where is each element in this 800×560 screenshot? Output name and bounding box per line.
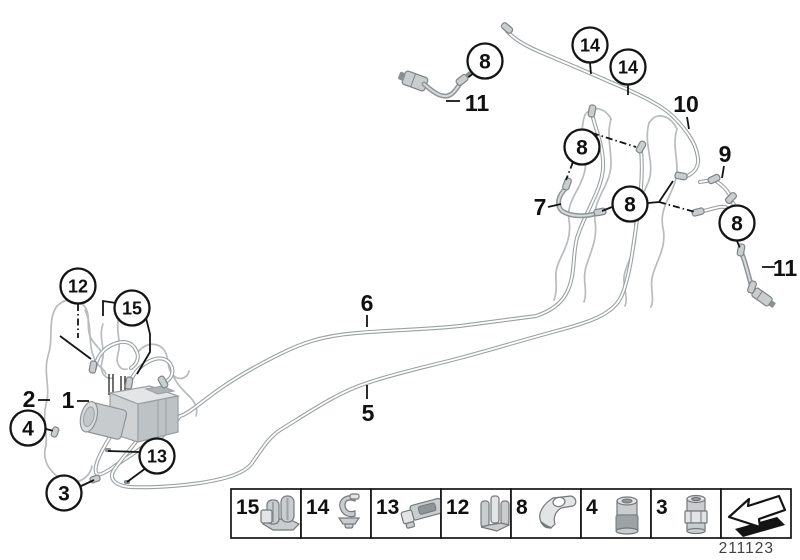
front-left-hose [398,70,472,99]
callout-circle [611,185,649,223]
callout-circle [466,42,504,80]
callout-8-mid-left[interactable]: 8 [563,128,601,166]
callout-label: 8 [479,51,491,74]
drawing-number: 211123 [719,540,774,557]
cell-number: 15 [236,496,260,519]
callout-circle [571,26,609,64]
abs-pump-motor [79,400,128,440]
callout-label: 3 [58,483,70,506]
callout-circle [138,437,176,475]
cell-number: 3 [656,496,668,519]
direction-arrow-icon [727,494,787,537]
callout-8-right[interactable]: 8 [718,204,756,242]
callout-circle [9,409,47,447]
callout-4[interactable]: 4 [9,409,47,447]
pipe-nut-icon [615,496,639,535]
legend-strip: 15 14 13 [230,488,792,539]
label-11-right[interactable]: 11 [773,255,798,281]
callout-label: 14 [580,36,600,56]
mid-hose [556,185,600,219]
pipe-holder-icon [400,497,445,529]
callout-label: 8 [731,213,743,236]
label-9[interactable]: 9 [719,141,732,167]
label-2[interactable]: 2 [23,386,36,412]
callout-circle [45,474,83,512]
legend-cell-15[interactable]: 15 [230,488,302,539]
legend-cell-14[interactable]: 14 [300,488,372,539]
label-5[interactable]: 5 [362,400,375,426]
pipe-connector-icon [684,494,708,535]
plain-labels: 11 10 9 7 6 5 2 1 11 [23,90,798,426]
label-6[interactable]: 6 [361,290,374,316]
callout-8-top[interactable]: 8 [466,42,504,80]
callout-label: 4 [22,418,34,441]
label-11-left[interactable]: 11 [465,90,490,116]
label-1[interactable]: 1 [62,387,75,413]
circled-callouts: 8 14 14 8 8 8 12 15 [9,26,756,512]
callout-circle [718,204,756,242]
callout-circle [59,267,97,305]
double-pipe-clamp-icon [260,495,301,531]
callout-14-a[interactable]: 14 [571,26,609,64]
callout-label: 13 [147,447,167,467]
cell-number: 14 [306,496,330,519]
callout-3[interactable]: 3 [45,474,83,512]
pipe-clamp-icon [480,495,511,532]
callout-circle [563,128,601,166]
legend-cell-4[interactable]: 4 [580,488,652,539]
abs-hydro-unit [79,374,181,443]
callout-circle [609,48,647,86]
callout-13[interactable]: 13 [138,437,176,475]
callout-12[interactable]: 12 [59,267,97,305]
callout-label: 14 [618,58,638,78]
callout-label: 8 [576,137,588,160]
callout-label: 12 [68,277,88,297]
legend-cell-3[interactable]: 3 [650,488,722,539]
label-10[interactable]: 10 [673,91,699,117]
cell-number: 4 [586,496,598,519]
spring-clip-icon [337,493,361,529]
cell-number: 13 [376,496,399,519]
legend-cell-13[interactable]: 13 [370,488,446,539]
callout-14-b[interactable]: 14 [609,48,647,86]
callout-label: 8 [624,194,636,217]
legend-cell-arrow[interactable] [720,488,792,539]
legend-cell-12[interactable]: 12 [440,488,512,539]
callout-circle [113,289,151,327]
callout-15[interactable]: 15 [113,289,151,327]
callout-8-mid[interactable]: 8 [611,185,649,223]
cell-number: 8 [516,496,528,519]
leader-lines [38,62,775,488]
callout-label: 15 [122,299,142,319]
cell-number: 12 [446,496,469,519]
retaining-clip-icon [539,495,577,529]
legend-cell-8[interactable]: 8 [510,488,582,539]
label-7[interactable]: 7 [534,194,547,220]
cell-border [300,488,372,539]
